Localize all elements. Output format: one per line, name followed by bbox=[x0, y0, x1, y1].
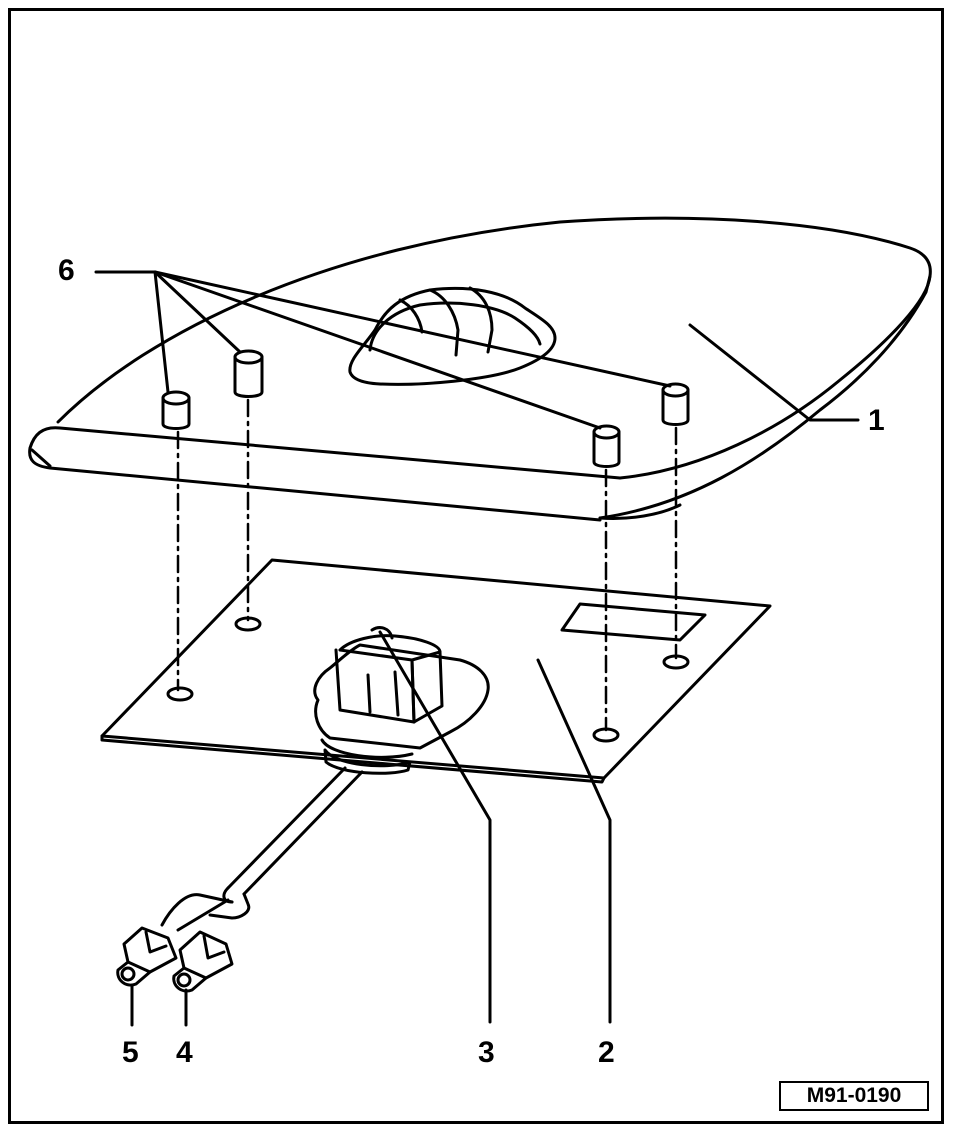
antenna-base-part-3 bbox=[313, 626, 490, 775]
seal-plate-part-2 bbox=[100, 558, 772, 784]
callout-2: 2 bbox=[598, 1036, 615, 1069]
callout-5: 5 bbox=[122, 1036, 139, 1069]
antenna-cover-part-1 bbox=[28, 216, 932, 522]
connector-part-5 bbox=[116, 926, 178, 987]
leader-lines bbox=[130, 323, 860, 1027]
leader-lines-6 bbox=[94, 270, 672, 430]
callout-1: 1 bbox=[868, 404, 885, 437]
figure-code-label: M91-0190 bbox=[779, 1081, 929, 1111]
callout-6: 6 bbox=[58, 254, 75, 287]
antenna-cable bbox=[160, 766, 364, 932]
threaded-studs-part-6 bbox=[161, 349, 690, 468]
callout-4: 4 bbox=[176, 1036, 193, 1069]
callout-3: 3 bbox=[478, 1036, 495, 1069]
alignment-lines bbox=[176, 398, 678, 732]
antenna-fin-housing bbox=[348, 286, 557, 386]
figure-frame bbox=[8, 8, 944, 1124]
connector-part-4 bbox=[172, 930, 234, 993]
